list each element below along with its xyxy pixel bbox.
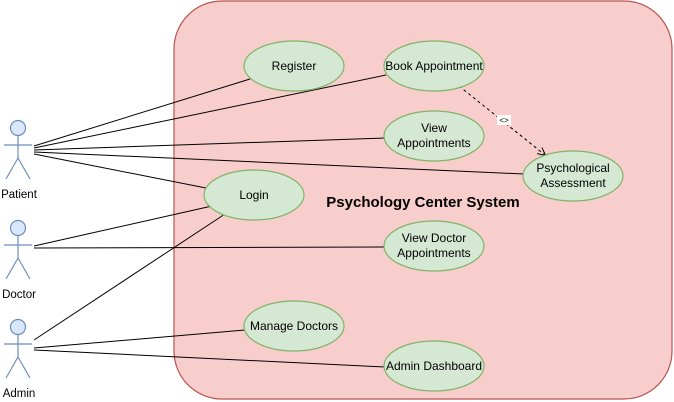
patient-book-appointment-link	[33, 74, 387, 149]
stick-figure-icon	[4, 119, 32, 180]
use-case-view-appointments[interactable]: View Appointments	[383, 110, 485, 162]
use-case-view-appointments-label-2: Appointments	[397, 136, 470, 150]
include-label-bg	[497, 115, 511, 125]
use-case-psychological-assessment[interactable]: Psychological Assessment	[522, 150, 624, 202]
use-case-assessment-label-2: Assessment	[540, 176, 606, 190]
use-case-register-label: Register	[272, 59, 317, 73]
use-case-manage-doctors[interactable]: Manage Doctors	[243, 300, 345, 352]
use-case-manage-doctors-label: Manage Doctors	[250, 319, 338, 333]
use-case-book-appointment[interactable]: Book Appointment	[383, 40, 485, 92]
admin-dashboard-link	[33, 349, 386, 368]
use-case-login[interactable]: Login	[203, 169, 305, 221]
admin-login-link	[33, 213, 226, 341]
use-case-view-doctor-appointments[interactable]: View Doctor Appointments	[383, 220, 485, 272]
use-case-view-doctor-appointments-label-2: Appointments	[397, 246, 470, 260]
patient-assessment-link	[33, 151, 525, 175]
admin-manage-doctors-link	[33, 329, 246, 349]
actor-admin[interactable]: Admin	[3, 318, 36, 401]
use-case-admin-dashboard[interactable]: Admin Dashboard	[383, 340, 485, 392]
doctor-login-link	[33, 205, 213, 247]
use-case-admin-dashboard-label: Admin Dashboard	[386, 359, 482, 373]
actor-patient-label: Patient	[1, 189, 38, 201]
doctor-view-doctor-appointments-link	[33, 246, 385, 249]
stick-figure-icon	[4, 318, 32, 379]
system-boundary	[173, 0, 673, 400]
stick-figure-icon	[4, 219, 32, 280]
use-case-login-label: Login	[239, 188, 268, 202]
associations	[33, 74, 525, 368]
include-label: <>	[499, 116, 509, 125]
use-case-register[interactable]: Register	[243, 40, 345, 92]
use-case-book-appointment-label: Book Appointment	[385, 59, 483, 73]
patient-view-appointments-link	[33, 137, 385, 151]
use-case-assessment-label-1: Psychological	[536, 161, 609, 175]
actor-doctor[interactable]: Doctor	[2, 219, 36, 302]
patient-register-link	[33, 78, 251, 147]
use-case-view-appointments-label-1: View	[421, 121, 447, 135]
patient-login-link	[33, 153, 207, 189]
actor-doctor-label: Doctor	[2, 289, 36, 301]
actor-patient[interactable]: Patient	[1, 119, 38, 202]
system-title: Psychology Center System	[326, 194, 519, 211]
use-case-view-doctor-appointments-label-1: View Doctor	[402, 231, 466, 245]
actor-admin-label: Admin	[3, 388, 36, 400]
